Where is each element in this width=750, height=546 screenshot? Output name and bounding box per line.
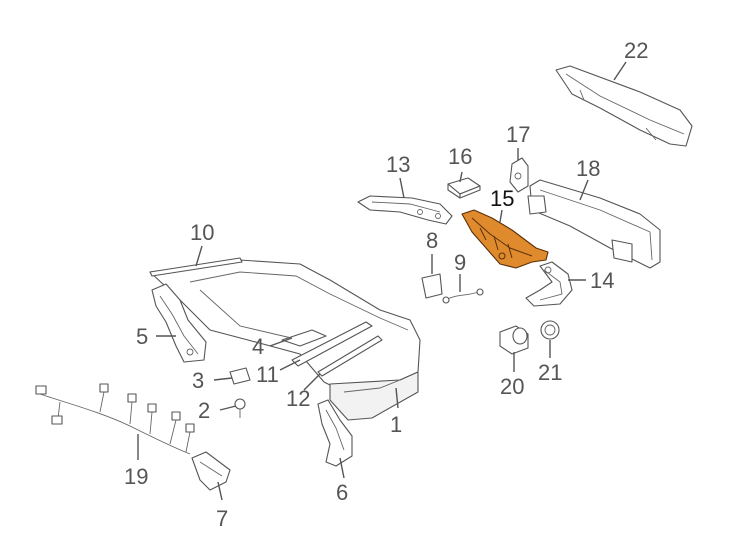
- part-19-wiring-harness: [35, 383, 195, 455]
- callout-15: 15: [490, 186, 514, 211]
- part-12-strip: [317, 335, 383, 377]
- callout-17: 17: [506, 122, 530, 147]
- callout-3: 3: [192, 368, 204, 393]
- part-16-module: [447, 177, 481, 199]
- callout-2: 2: [198, 398, 210, 423]
- part-22-spoiler: [555, 65, 693, 147]
- callout-16: 16: [448, 144, 472, 169]
- part-17-clip: [509, 157, 529, 193]
- callout-6: 6: [336, 480, 348, 505]
- callout-10: 10: [190, 220, 214, 245]
- part-10-moulding: [149, 257, 243, 277]
- callout-8: 8: [426, 228, 438, 253]
- callout-4: 4: [252, 334, 264, 359]
- callout-22: 22: [624, 38, 648, 63]
- part-6-lower-bracket: [317, 399, 353, 467]
- callout-1: 1: [390, 412, 402, 437]
- callout-7: 7: [216, 506, 228, 531]
- callout-5: 5: [136, 324, 148, 349]
- callout-20: 20: [500, 374, 524, 399]
- callout-13: 13: [386, 152, 410, 177]
- part-15-bracket-highlighted: [461, 209, 549, 269]
- part-3-clip: [229, 367, 251, 385]
- leader-lines: [137, 61, 627, 501]
- part-4-clip: [281, 329, 327, 347]
- callout-labels: 1 2 3 4 5 6 7 8 9 10 11 12 13 14 15 16 1…: [124, 38, 648, 531]
- part-21-ring: [540, 320, 560, 340]
- part-7-bracket: [191, 451, 231, 491]
- part-11-strip: [291, 321, 373, 367]
- part-9-wire: [442, 288, 484, 304]
- callout-11: 11: [256, 362, 279, 387]
- part-2-screw: [234, 398, 246, 418]
- part-5-side-bracket: [151, 283, 207, 363]
- callout-9: 9: [454, 250, 466, 275]
- callout-12: 12: [286, 386, 310, 411]
- callout-19: 19: [124, 464, 148, 489]
- callout-18: 18: [576, 156, 600, 181]
- part-18-reinforcement-beam: [527, 179, 661, 269]
- part-14-guide: [525, 261, 573, 307]
- callout-14: 14: [590, 268, 614, 293]
- part-20-sensor: [499, 325, 529, 355]
- part-8-pad: [421, 273, 443, 299]
- callout-21: 21: [538, 360, 562, 385]
- part-13-bracket: [357, 195, 453, 225]
